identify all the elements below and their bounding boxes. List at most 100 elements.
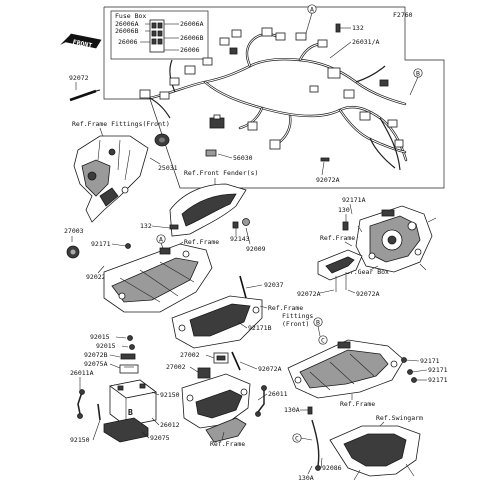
fuse-item[interactable]: 26006B — [115, 27, 139, 35]
swingarm-part[interactable] — [329, 425, 421, 481]
cable-tie-92072A-low — [231, 351, 241, 371]
label-92009: 92009 — [246, 245, 266, 253]
clip-56030 — [205, 149, 217, 157]
battery-bolt-92150 — [97, 403, 101, 421]
label-25031: 25031 — [158, 164, 178, 172]
label-92072A-mid: 92072A — [316, 176, 340, 184]
fuse-item[interactable]: 26006B — [180, 34, 204, 42]
label-92075: 92075 — [150, 434, 170, 442]
cable-tie-92037 — [239, 275, 247, 299]
label-92150-b: 92150 — [70, 436, 90, 444]
gear-box-wire-bracket[interactable] — [317, 249, 363, 292]
label-92072-left: 92072 — [69, 74, 89, 82]
label-92075A: 92075A — [84, 360, 108, 368]
label-92015-b: 92015 — [96, 342, 116, 350]
horn-27003 — [66, 245, 80, 259]
battery-case-92075[interactable] — [103, 417, 149, 443]
harness-frame — [103, 6, 445, 189]
label-92171B: 92171B — [248, 324, 272, 332]
fuse-item[interactable]: 26006A — [115, 20, 139, 28]
ref-frame-mid: Ref.Frame — [184, 238, 219, 246]
ground-cable-26011[interactable] — [255, 385, 267, 417]
fuse-box-inset: Fuse Box 26006A 26006B 26006 26006A 2600… — [110, 10, 209, 60]
label-26031A: 26031/A — [352, 38, 379, 46]
callout-b-low: B — [313, 317, 323, 337]
ref-frame-right: Ref.Frame — [320, 234, 355, 242]
svg-text:B: B — [416, 70, 420, 78]
label-27002-b: 27002 — [166, 363, 186, 371]
svg-text:C: C — [295, 435, 299, 443]
svg-text:B: B — [128, 408, 133, 417]
label-92072A-r2: 92072A — [356, 290, 380, 298]
label-92037: 92037 — [264, 281, 284, 289]
cable-tie-92072 — [69, 89, 97, 102]
ref-gear-box: Ref.Gear Box — [342, 268, 389, 276]
label-27003: 27003 — [64, 227, 84, 235]
front-label: FRONT — [72, 38, 93, 50]
callout-a-top: A — [303, 4, 317, 41]
label-130A-a: 130A — [284, 406, 300, 414]
gear-box-assembly[interactable] — [355, 205, 437, 273]
ref-frame-low: Ref.Frame — [210, 440, 245, 448]
label-132-top: 132 — [352, 24, 364, 32]
svg-text:A: A — [310, 6, 314, 14]
ref-swingarm: Ref.Swingarm — [376, 414, 423, 422]
ref-frame-fittings-front: Ref.Frame Fittings(Front) — [72, 120, 170, 128]
fuse-item[interactable]: 26006A — [180, 20, 204, 28]
label-26011: 26011 — [268, 390, 288, 398]
battery-tray[interactable] — [181, 373, 251, 443]
wiring-harness[interactable] — [148, 33, 408, 171]
label-92022: 92022 — [86, 273, 106, 281]
callout-a-mid: A — [156, 234, 167, 257]
label-27002-a: 27002 — [180, 351, 200, 359]
label-92072A-low: 92072A — [258, 365, 282, 373]
label-92171-left: 92171 — [91, 240, 111, 248]
label-92150-a: 92150 — [160, 391, 180, 399]
under-cover-panel[interactable] — [171, 295, 263, 349]
label-130-right: 130 — [338, 206, 350, 214]
battery-hardware — [119, 335, 139, 374]
label-92086: 92086 — [322, 464, 342, 472]
label-92171-r1: 92171 — [420, 357, 440, 365]
callout-c-low: C — [318, 335, 328, 345]
battery-cable-26011A[interactable] — [77, 389, 85, 419]
fuse-item[interactable]: 26006 — [118, 38, 138, 46]
figure-code: F2760 — [393, 11, 413, 19]
label-92072B: 92072B — [84, 351, 108, 359]
rear-frame-section[interactable] — [287, 339, 405, 399]
callout-c-swingarm: C — [292, 433, 313, 443]
ref-frame-low-right: Ref.Frame — [340, 400, 375, 408]
ref-frame-fittings-l1: Ref.Frame — [268, 304, 303, 312]
harness-connectors — [139, 27, 404, 150]
label-92143: 92143 — [230, 235, 250, 243]
grommet-25031 — [154, 133, 170, 147]
relay-icon — [209, 117, 225, 129]
label-56030: 56030 — [233, 154, 253, 162]
ref-front-fenders: Ref.Front Fender(s) — [184, 169, 258, 177]
front-fender-part[interactable] — [169, 183, 247, 237]
callout-b-top: B — [409, 68, 423, 96]
label-92015-a: 92015 — [90, 333, 110, 341]
fuse-box-title: Fuse Box — [115, 12, 146, 20]
svg-text:C: C — [321, 337, 325, 345]
label-130A-b: 130A — [298, 474, 314, 482]
label-92171A: 92171A — [342, 196, 366, 204]
label-132-mid: 132 — [140, 222, 152, 230]
svg-text:B: B — [316, 319, 320, 327]
front-bracket-cover[interactable] — [73, 135, 149, 223]
label-26012: 26012 — [160, 421, 180, 429]
label-92072A-r1: 92072A — [297, 290, 321, 298]
speed-sensor-cable[interactable] — [311, 419, 321, 471]
fuse-item[interactable]: 26006 — [180, 46, 200, 54]
relay-27002-b — [197, 367, 211, 379]
ref-frame-fittings-l2: Fittings — [282, 312, 313, 320]
label-92171-r3: 92171 — [428, 376, 448, 384]
frame-section-front[interactable] — [103, 243, 213, 313]
battery-26012[interactable]: B — [109, 379, 157, 427]
label-26011A: 26011A — [70, 369, 94, 377]
ref-frame-fittings-l3: (Front) — [282, 320, 309, 328]
front-direction-arrow: FRONT — [60, 33, 102, 50]
svg-text:A: A — [159, 236, 163, 244]
label-92171-r2: 92171 — [428, 366, 448, 374]
